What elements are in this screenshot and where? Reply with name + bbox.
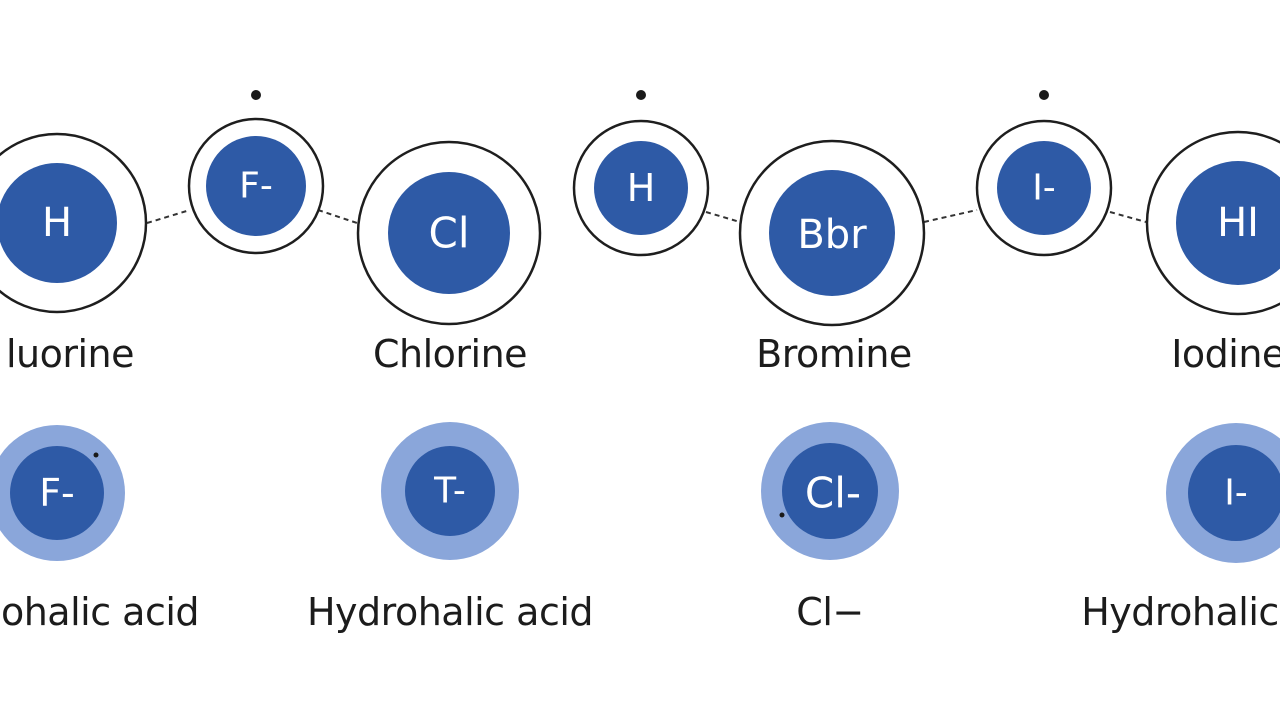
atom-core [769, 170, 895, 296]
ion-label-iodine: Hydrohalic [1081, 590, 1279, 634]
ion-t: T- [381, 422, 519, 560]
ion-core [10, 446, 104, 540]
atom-core [1176, 161, 1280, 285]
atom-ring-br: Bbr [738, 139, 926, 327]
bond-line [317, 209, 358, 224]
electron-dot [251, 90, 261, 100]
bond-line [705, 211, 741, 223]
atom-ring-h2: H [572, 119, 710, 257]
atom-symbol: F- [239, 166, 273, 207]
bond-connectors [146, 209, 1147, 224]
ion-symbol: Cl- [805, 469, 861, 518]
atom-symbol: Bbr [797, 212, 867, 258]
electron-dot [1039, 90, 1049, 100]
atom-ring-cl: Cl [356, 140, 542, 326]
atom-core [594, 141, 688, 235]
atom-core [388, 172, 510, 294]
element-name-chlorine: Chlorine [372, 332, 528, 376]
ion-symbol: T- [433, 471, 466, 512]
bond-line [146, 209, 191, 224]
ion-cl: Cl- [761, 422, 899, 560]
electron-dot [636, 90, 646, 100]
atom-ring-i: I- [975, 119, 1113, 257]
atom-core [0, 163, 117, 283]
atom-symbol: I- [1032, 168, 1056, 209]
atom-symbol: H [627, 166, 656, 210]
ion-symbol: I- [1224, 473, 1248, 514]
ion-label-fluorine: ohalic acid [0, 590, 200, 634]
atom-core [206, 136, 306, 236]
element-name-bromine: Bromine [756, 332, 912, 376]
atom-symbol: H [42, 200, 72, 246]
atom-symbol: HI [1217, 200, 1259, 246]
ion-label-chlorine: Hydrohalic acid [306, 590, 594, 634]
element-name-iodine: Iodine [1171, 332, 1280, 376]
ion-symbol: F- [39, 471, 75, 515]
electron-dot [93, 452, 99, 458]
atom-symbol: Cl [429, 209, 470, 258]
bond-line [923, 209, 978, 223]
ion-label-bromine: Cl− [796, 590, 864, 634]
ion-core [782, 443, 878, 539]
ion-i: I- [1166, 423, 1280, 563]
ion-core [1188, 445, 1280, 541]
bond-line [1109, 211, 1147, 223]
ion-f: F- [0, 425, 125, 561]
atom-ring-h: H [0, 132, 148, 314]
element-name-fluorine: luorine [5, 332, 135, 376]
ion-core [405, 446, 495, 536]
atom-core [997, 141, 1091, 235]
atom-ring-f: F- [187, 117, 325, 255]
electron-dot [779, 512, 785, 518]
atom-ring-hi: HI [1145, 130, 1280, 316]
